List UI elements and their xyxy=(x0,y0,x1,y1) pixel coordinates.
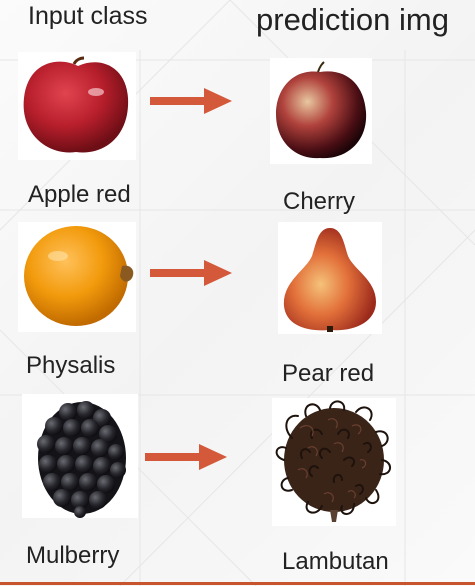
accent-line xyxy=(0,582,475,585)
input-class-header: Input class xyxy=(28,2,148,30)
arrow-icon-row2 xyxy=(150,260,232,286)
predicted-label-lambutan: Lambutan xyxy=(282,548,389,575)
lambutan-image xyxy=(272,398,396,526)
input-label-physalis: Physalis xyxy=(26,352,116,379)
arrow-icon-row3 xyxy=(145,444,227,470)
cherry-image xyxy=(270,58,372,164)
prediction-header: prediction img xyxy=(256,2,449,37)
predicted-label-cherry: Cherry xyxy=(283,188,356,215)
mulberry-image xyxy=(22,394,138,518)
arrow-icon-row1 xyxy=(150,88,232,114)
physalis-image xyxy=(18,222,136,332)
predicted-label-pear-red: Pear red xyxy=(282,360,375,387)
input-label-mulberry: Mulberry xyxy=(26,542,120,569)
apple-red-image xyxy=(18,52,136,160)
input-label-apple-red: Apple red xyxy=(28,181,131,208)
pear-red-image xyxy=(278,222,382,334)
